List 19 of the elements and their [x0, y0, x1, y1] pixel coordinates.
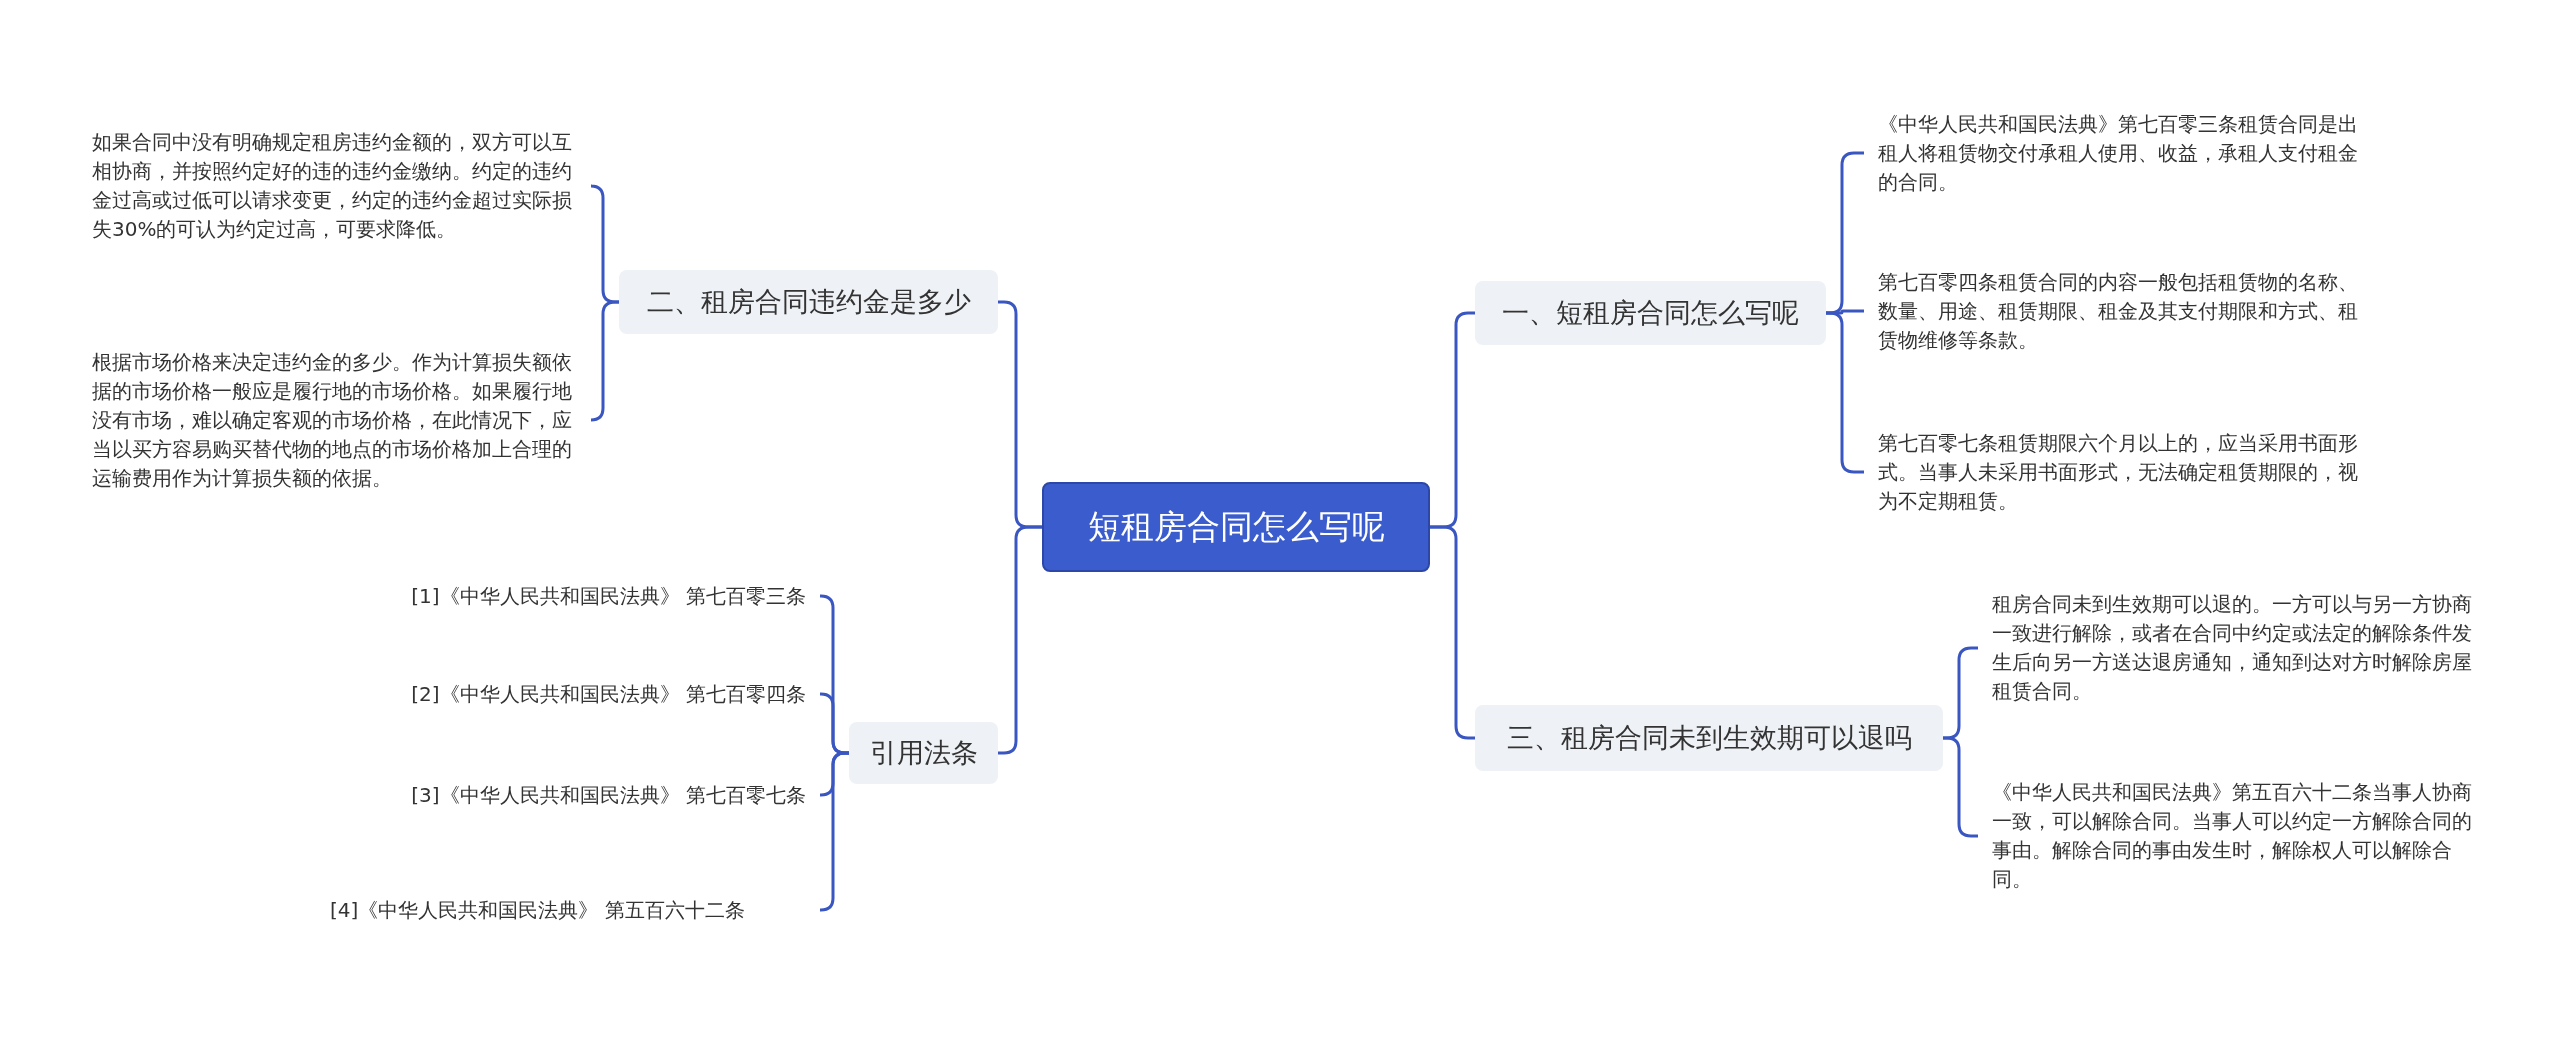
central-topic: 短租房合同怎么写呢 [1042, 482, 1430, 572]
note-text: 《中华人民共和国民法典》第五百六十二条当事人协商一致，可以解除合同。当事人可以约定一方解除合同的事由。解除合同的事由发生时，解除权人可以解除合同。 [1978, 778, 2478, 894]
branch-topic: 引用法条 [849, 722, 998, 784]
note-text: 《中华人民共和国民法典》第七百零三条租赁合同是出租人将租赁物交付承租人使用、收益，承租人支付租金的合同。 [1864, 109, 2364, 197]
connector-line [589, 300, 619, 422]
note-text: 如果合同中没有明确规定租房违约金额的，双方可以互相协商，并按照约定好的违的违约金缴纳。约定的违约金过高或过低可以请求变更，约定的违约金超过实际损失30%的可认为约定过高，可要求降低。 [92, 128, 592, 244]
note-text: 根据市场价格来决定违约金的多少。作为计算损失额依据的市场价格一般应是履行地的市场价格。如果履行地没有市场，难以确定客观的市场价格，在此情况下，应当以买方容易购买替代物的地点的市场价格加上合理的运输费用作为计算损失额的依据。 [92, 347, 592, 493]
connector-line [1430, 525, 1475, 740]
note-text: 租房合同未到生效期可以退的。一方可以与另一方协商一致进行解除，或者在合同中约定或法定的解除条件发生后向另一方送达退房通知，通知到达对方时解除房屋租赁合同。 [1978, 590, 2478, 706]
citation-text: [3]《中华人民共和国民法典》 第七百零七条 [300, 780, 820, 810]
branch-topic: 一、短租房合同怎么写呢 [1475, 281, 1826, 345]
connector-line [819, 751, 849, 912]
note-text: 第七百零四条租赁合同的内容一般包括租赁物的名称、数量、用途、租赁期限、租金及其支付期限和方式、租赁物维修等条款。 [1864, 267, 2364, 355]
branch-topic: 二、租房合同违约金是多少 [619, 270, 998, 334]
branch-topic: 三、租房合同未到生效期可以退吗 [1475, 705, 1943, 771]
citation-text: [1]《中华人民共和国民法典》 第七百零三条 [300, 581, 820, 611]
citation-text: [2]《中华人民共和国民法典》 第七百零四条 [300, 679, 820, 709]
note-text: 第七百零七条租赁期限六个月以上的，应当采用书面形式。当事人未采用书面形式，无法确定租赁期限的，视为不定期租赁。 [1864, 428, 2364, 516]
citation-text: [4]《中华人民共和国民法典》 第五百六十二条 [330, 895, 820, 925]
